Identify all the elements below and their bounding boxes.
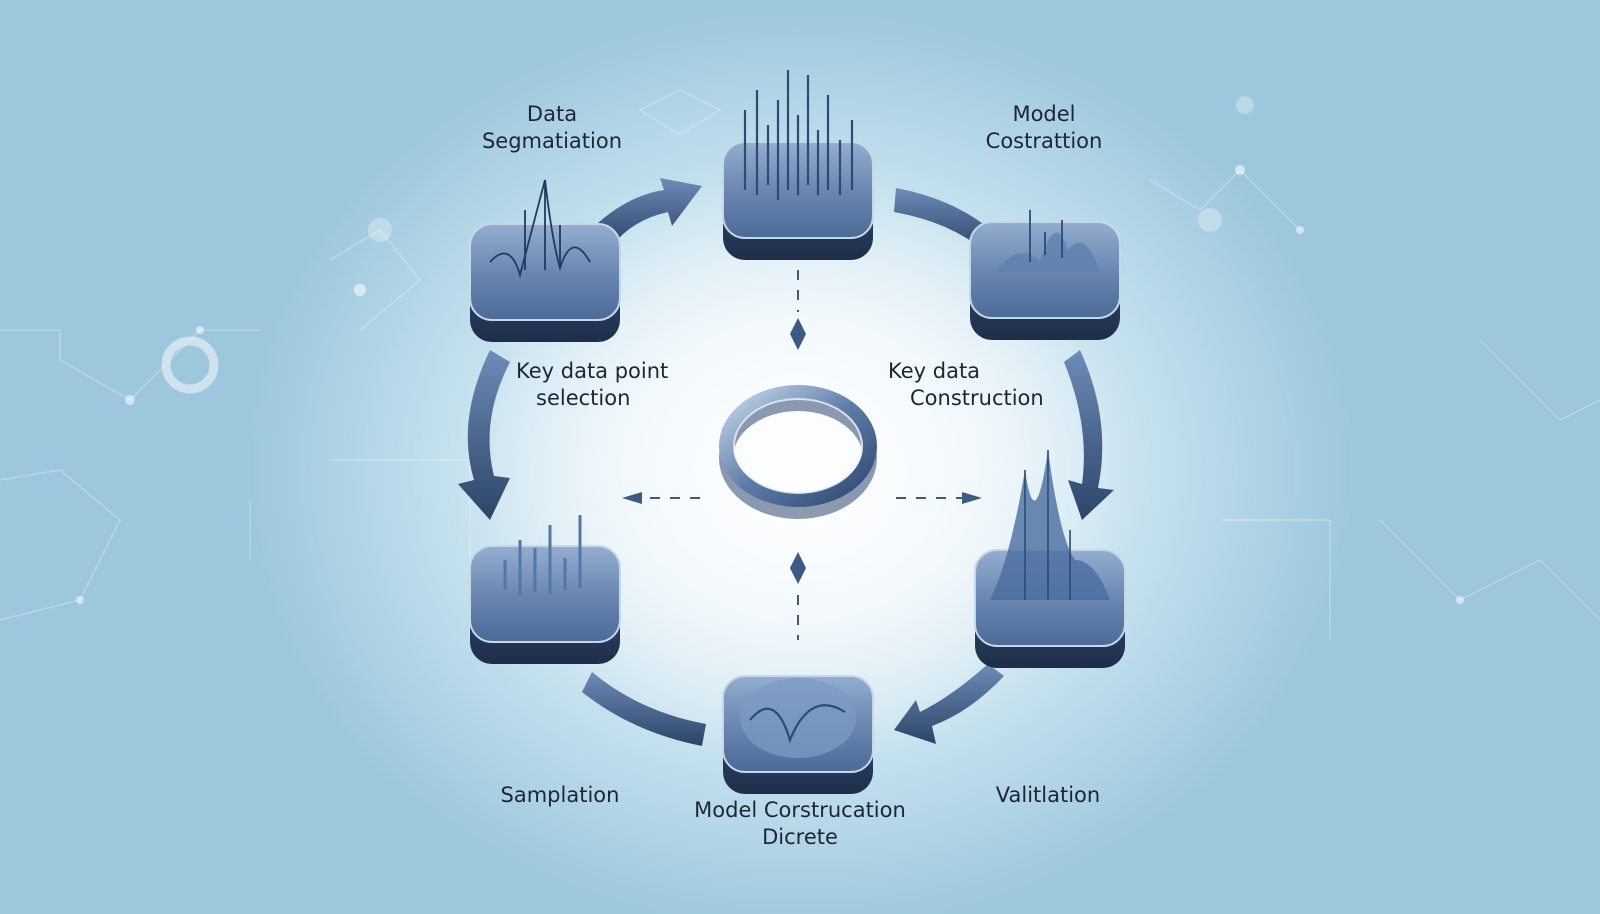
arrow-right-down (1064, 350, 1114, 520)
data-spikes-icon (743, 70, 854, 200)
dashed-connectors (622, 270, 982, 640)
background-target-icon (161, 336, 219, 394)
background-nodes (76, 96, 1464, 604)
node-sampling (469, 545, 621, 664)
wave-chart-icon (489, 179, 591, 279)
node-data-segmentation (469, 223, 621, 342)
arrow-left-to-top (598, 178, 702, 246)
dome-chart-icon (740, 678, 856, 758)
arrow-sampling-to-bottom (582, 672, 706, 746)
mesh-peaks-icon (990, 450, 1110, 600)
bar-peaks-icon (503, 515, 582, 595)
label-samplation: Samplation (500, 783, 620, 807)
surface-plot-icon (995, 210, 1100, 272)
arrow-bottom-right-to-bottom (894, 664, 1004, 744)
center-glow (470, 170, 1130, 770)
arrow-left-down (458, 350, 510, 520)
diamond-markers (790, 318, 806, 584)
ring-icon (719, 385, 877, 519)
label-validation: Valitlation (995, 783, 1101, 807)
